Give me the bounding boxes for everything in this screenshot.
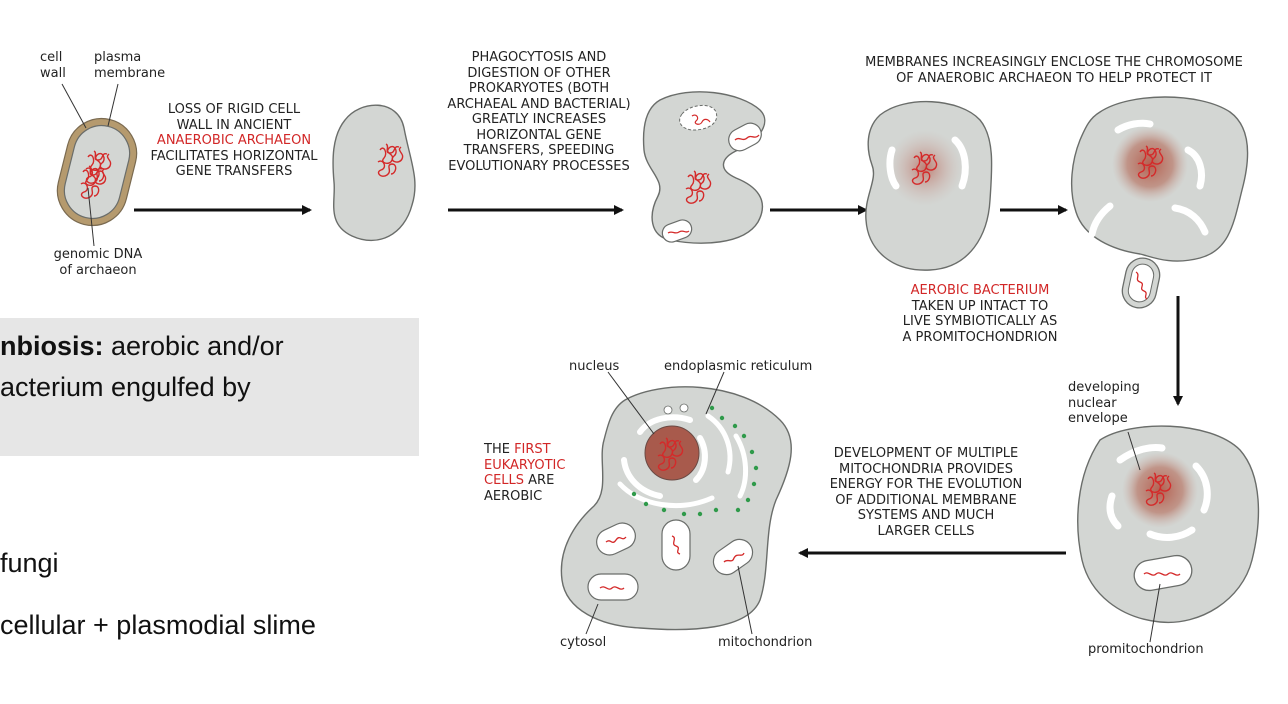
step1-caption: LOSS OF RIGID CELL WALL IN ANCIENT ANAER… (142, 102, 326, 180)
genomic-dna-pointer (87, 187, 95, 247)
step4-caption: AEROBIC BACTERIUM TAKEN UP INTACT TO LIV… (880, 283, 1080, 345)
slide-text-panel (0, 318, 419, 456)
cell-with-aerobic-bacterium (1071, 96, 1249, 309)
slide-line-4: cellular + plasmodial slime (0, 610, 316, 640)
final-caption-post: ARE AEROBIC (484, 473, 555, 504)
final-caption-red-2: EUKARYOTIC (484, 457, 566, 473)
plasma-membrane-pointer (107, 83, 119, 127)
enclosing-membrane-cell (865, 100, 993, 271)
final-caption: THE FIRST EUKARYOTIC CELLS ARE AEROBIC (484, 442, 565, 504)
er-pointer (705, 371, 725, 415)
slide-line-3: fungi (0, 548, 59, 578)
slide-line-1-bold: nbiosis: (0, 331, 104, 361)
developing-nuclear-envelope-label: developing nuclear envelope (1068, 380, 1140, 426)
genomic-dna-label: genomic DNA of archaeon (53, 247, 143, 278)
endoplasmic-reticulum-label: endoplasmic reticulum (664, 359, 813, 374)
step5-caption: DEVELOPMENT OF MULTIPLE MITOCHONDRIA PRO… (829, 446, 1023, 539)
wall-less-archaeon (332, 104, 416, 241)
archaeon-cell (56, 117, 138, 227)
cytosol-pointer (585, 603, 599, 635)
final-caption-pre: THE (484, 442, 515, 457)
step1-caption-red: ANAEROBIC ARCHAEON (156, 133, 312, 148)
mitochondria-group (587, 519, 754, 601)
eukaryotic-cell (560, 386, 792, 631)
step1-caption-post: FACILITATES HORIZONTAL GENE TRANSFERS (150, 148, 318, 180)
cell-wall-label: cell wall (40, 50, 66, 81)
mitochondrion-pointer (737, 565, 753, 635)
nucleus-pointer (607, 371, 655, 435)
plasma-membrane-label: plasma membrane (94, 50, 166, 81)
step2-caption: PHAGOCYTOSIS AND DIGESTION OF OTHER PROK… (447, 50, 631, 174)
nucleus-label: nucleus (569, 359, 620, 374)
step4-caption-post: TAKEN UP INTACT TO LIVE SYMBIOTICALLY AS… (902, 298, 1058, 345)
mitochondrion-label: mitochondrion (718, 635, 813, 650)
nuclear-envelope-pointer (1127, 431, 1141, 471)
slide-line-1: nbiosis: aerobic and/or (0, 331, 284, 362)
developing-nuclear-envelope-cell (1077, 425, 1260, 624)
phagocytosing-cell (642, 91, 766, 244)
promitochondrion-pointer (1149, 583, 1161, 643)
final-caption-red-1: FIRST (514, 442, 551, 457)
step4-caption-red: AEROBIC BACTERIUM (910, 283, 1050, 298)
promitochondrion-label: promitochondrion (1088, 642, 1204, 657)
final-caption-red-3: CELLS (484, 473, 525, 488)
cell-wall-pointer (61, 83, 87, 129)
step1-caption-pre: LOSS OF RIGID CELL WALL IN ANCIENT (167, 102, 301, 133)
slide-line-2: acterium engulfed by (0, 372, 251, 402)
cytosol-label: cytosol (560, 635, 607, 650)
step3-caption: MEMBRANES INCREASINGLY ENCLOSE THE CHROM… (865, 55, 1243, 86)
slide-line-1-rest: aerobic and/or (103, 331, 284, 361)
